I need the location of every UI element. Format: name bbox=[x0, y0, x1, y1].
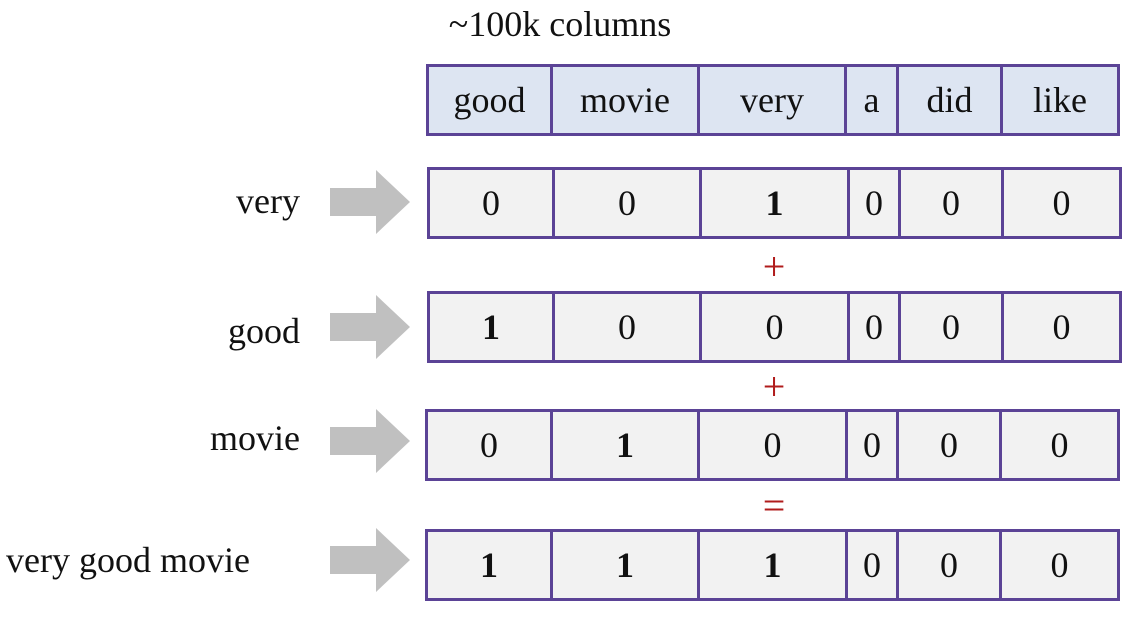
vector-cell: 1 bbox=[425, 529, 553, 601]
vector-cell: 0 bbox=[999, 529, 1120, 601]
vector-row-movie: 0 1 0 0 0 0 bbox=[425, 409, 1120, 481]
right-arrow-icon bbox=[330, 295, 410, 359]
right-arrow-icon bbox=[330, 528, 410, 592]
vector-cell: 0 bbox=[699, 291, 850, 363]
plus-operator: + bbox=[762, 364, 786, 409]
right-arrow-icon bbox=[330, 409, 410, 473]
vector-cell: 1 bbox=[697, 529, 848, 601]
header-cell-like: like bbox=[1000, 64, 1120, 136]
vector-cell: 1 bbox=[427, 291, 555, 363]
vector-cell: 0 bbox=[845, 409, 899, 481]
diagram-title: ~100k columns bbox=[448, 4, 672, 44]
vector-cell: 0 bbox=[847, 167, 901, 239]
vector-cell: 0 bbox=[896, 409, 1002, 481]
header-cell-movie: movie bbox=[550, 64, 700, 136]
header-cell-did: did bbox=[896, 64, 1003, 136]
header-cell-very: very bbox=[697, 64, 847, 136]
vector-row-good: 1 0 0 0 0 0 bbox=[427, 291, 1122, 363]
vocabulary-header-table: good movie very a did like bbox=[426, 64, 1120, 136]
vector-cell: 0 bbox=[845, 529, 899, 601]
vector-cell: 0 bbox=[1001, 291, 1122, 363]
right-arrow-icon bbox=[330, 170, 410, 234]
vector-cell: 0 bbox=[898, 167, 1004, 239]
equals-operator: = bbox=[762, 483, 786, 528]
vector-cell: 0 bbox=[1001, 167, 1122, 239]
vector-cell: 0 bbox=[552, 167, 702, 239]
vector-row-very: 0 0 1 0 0 0 bbox=[427, 167, 1122, 239]
row-label-movie: movie bbox=[210, 418, 300, 458]
vector-cell: 0 bbox=[427, 167, 555, 239]
vector-cell: 0 bbox=[425, 409, 553, 481]
vector-cell: 0 bbox=[898, 291, 1004, 363]
vector-cell: 1 bbox=[550, 529, 700, 601]
vector-cell: 0 bbox=[552, 291, 702, 363]
vector-cell: 1 bbox=[550, 409, 700, 481]
vector-cell: 0 bbox=[847, 291, 901, 363]
row-label-very: very bbox=[236, 181, 300, 221]
vector-cell: 1 bbox=[699, 167, 850, 239]
vector-cell: 0 bbox=[999, 409, 1120, 481]
header-cell-good: good bbox=[426, 64, 553, 136]
vector-cell: 0 bbox=[896, 529, 1002, 601]
row-label-good: good bbox=[228, 311, 300, 351]
row-label-very-good-movie: very good movie bbox=[6, 540, 250, 580]
vector-cell: 0 bbox=[697, 409, 848, 481]
plus-operator: + bbox=[762, 244, 786, 289]
header-cell-a: a bbox=[844, 64, 899, 136]
vector-row-very-good-movie: 1 1 1 0 0 0 bbox=[425, 529, 1120, 601]
